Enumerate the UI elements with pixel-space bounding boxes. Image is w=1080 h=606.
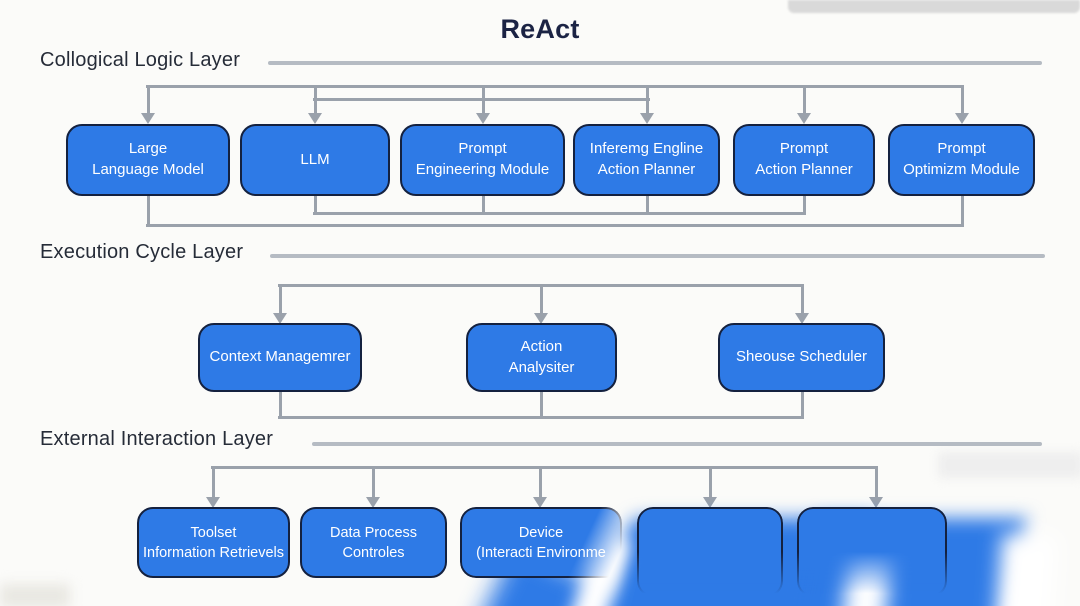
arrow-down-icon	[475, 113, 490, 124]
node-label-line: (Interacti Environme	[476, 544, 606, 561]
connector-line-vertical	[960, 196, 964, 227]
heading-collogical-logic-layer: Collogical Logic Layer	[40, 49, 241, 71]
node-label-line: Optimizm Module	[903, 161, 1020, 178]
arrow-down-icon	[639, 113, 654, 124]
blur-artifact	[788, 0, 1080, 13]
arrow-down-icon	[954, 113, 969, 124]
node-llm: LLM	[240, 124, 390, 196]
connector-line-vertical	[313, 85, 317, 114]
node-prompt-engineering-module: Prompt Engineering Module	[400, 124, 565, 196]
arrow-down-icon	[272, 313, 287, 324]
heading-execution-cycle-layer: Execution Cycle Layer	[40, 241, 244, 263]
blur-artifact	[0, 584, 70, 606]
blur-artifact	[938, 452, 1080, 478]
arrow-down-icon	[205, 497, 220, 508]
node-inference-engine-action-planner: Inferemg Engline Action Planner	[573, 124, 720, 196]
connector-line-vertical	[539, 284, 543, 314]
arrow-down-icon	[140, 113, 155, 124]
node-label-line: Action Planner	[597, 161, 696, 178]
node-sheouse-scheduler: Sheouse Scheduler	[718, 323, 885, 392]
connector-line-vertical	[211, 466, 215, 498]
node-prompt-action-planner: Prompt Action Planner	[733, 124, 875, 196]
arrow-down-icon	[532, 497, 547, 508]
node-label-line: Toolset	[190, 524, 237, 541]
connector-line-vertical	[960, 85, 964, 114]
connector-line-vertical	[146, 196, 150, 227]
node-blurred-right	[797, 507, 947, 597]
section-divider-line	[270, 254, 1045, 258]
connector-line-vertical	[708, 466, 712, 498]
connector-line-vertical	[313, 196, 317, 215]
arrow-down-icon	[796, 113, 811, 124]
diagram-title: ReAct	[500, 14, 580, 44]
connector-line-horizontal	[146, 85, 964, 88]
node-label-line: Context Managemrer	[209, 348, 351, 366]
node-toolset-information-retrievals: Toolset Information Retrievels	[137, 507, 290, 578]
arrow-down-icon	[365, 497, 380, 508]
arrow-down-icon	[868, 497, 883, 508]
arrow-down-icon	[702, 497, 717, 508]
connector-line-horizontal	[146, 224, 964, 227]
node-label-line: Data Process	[329, 524, 418, 541]
connector-line-vertical	[146, 85, 150, 114]
connector-line-vertical	[278, 392, 282, 419]
node-label-line: Inferemg Engline	[589, 140, 704, 158]
connector-line-vertical	[371, 466, 375, 498]
connector-line-vertical	[800, 284, 804, 314]
connector-line-vertical	[800, 392, 804, 419]
node-blurred-left	[637, 507, 783, 597]
node-label-line: Prompt	[458, 140, 507, 158]
connector-line-horizontal	[211, 466, 878, 469]
node-label-line: Information Retrievels	[142, 544, 285, 561]
arrow-down-icon	[307, 113, 322, 124]
heading-external-interaction-layer: External Interaction Layer	[40, 428, 274, 450]
node-label-line: Action	[520, 337, 563, 355]
section-divider-line	[268, 61, 1042, 65]
node-label-line: Prompt	[779, 140, 829, 158]
connector-line-vertical	[802, 85, 806, 114]
connector-line-horizontal	[313, 212, 806, 215]
node-label-line: LLM	[300, 150, 330, 168]
connector-line-vertical	[874, 466, 878, 498]
connector-line-vertical	[481, 196, 485, 215]
connector-line-vertical	[539, 392, 543, 419]
node-label-line: Language Model	[92, 161, 204, 178]
node-prompt-optimizm-module: Prompt Optimizm Module	[888, 124, 1035, 196]
connector-line-vertical	[481, 85, 485, 114]
node-label-line: Sheouse Scheduler	[736, 348, 867, 366]
node-label-line: Analysiter	[508, 358, 575, 376]
node-label-line: Engineering Module	[415, 161, 550, 178]
node-label-line: Device	[518, 524, 564, 541]
node-large-language-model: Large Language Model	[66, 124, 230, 196]
section-divider-line	[312, 442, 1042, 446]
node-label-line: Large	[128, 140, 168, 158]
node-data-process-controls: Data Process Controles	[300, 507, 447, 578]
node-device-interact-environment: Device (Interacti Environme	[460, 507, 622, 578]
connector-line-vertical	[802, 196, 806, 215]
node-context-manager: Context Managemrer	[198, 323, 362, 392]
connector-line-vertical	[278, 284, 282, 314]
connector-line-vertical	[645, 85, 649, 114]
connector-line-vertical	[645, 196, 649, 215]
node-label-line: Prompt	[937, 140, 986, 158]
arrow-down-icon	[794, 313, 809, 324]
connector-line-vertical	[538, 466, 542, 498]
node-label-line: Action Planner	[755, 161, 853, 178]
blur-artifact	[993, 533, 1058, 606]
node-action-analyser: Action Analysiter	[466, 323, 617, 392]
node-label-line: Controles	[342, 544, 405, 561]
arrow-down-icon	[533, 313, 548, 324]
